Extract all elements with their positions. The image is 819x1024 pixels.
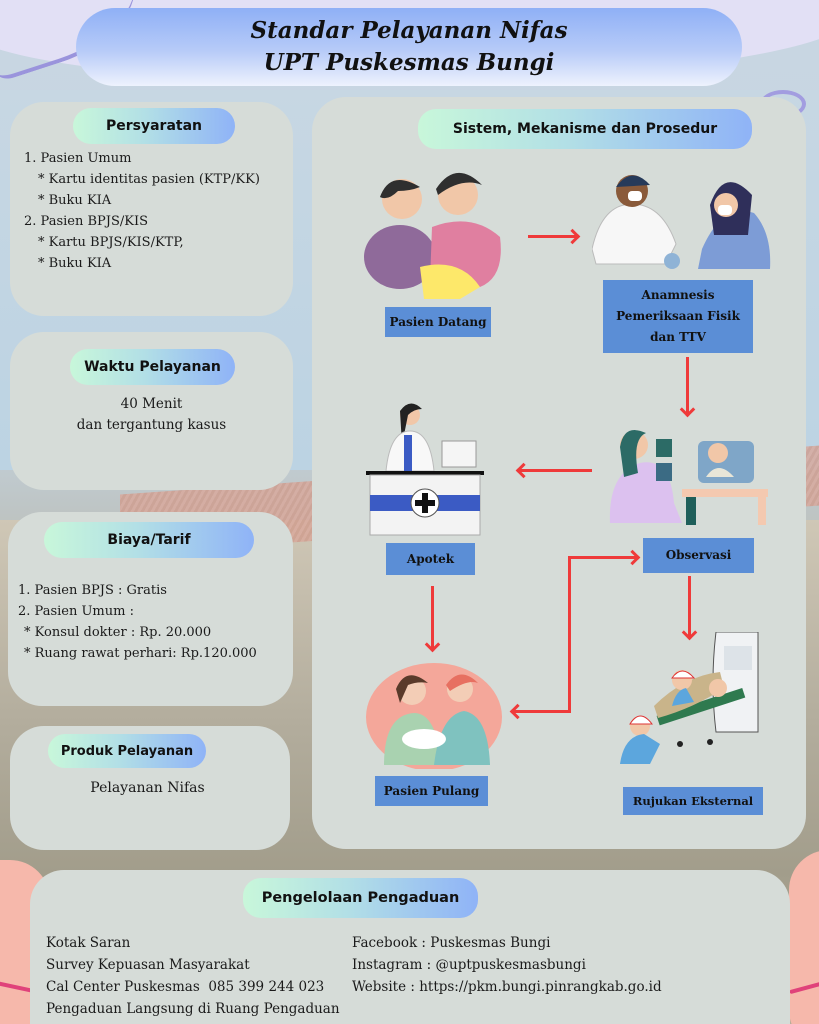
requirement-item: * Buku KIA xyxy=(38,193,112,208)
biaya-heading: Biaya/Tarif xyxy=(44,522,254,558)
arrow-connector-to-observasi xyxy=(568,556,638,559)
rujukan-eksternal-illustration xyxy=(620,632,759,764)
waktu-heading: Waktu Pelayanan xyxy=(70,349,235,385)
pengaduan-card: Pengelolaan Pengaduan Kotak Saran Survey… xyxy=(30,870,790,1024)
social-website[interactable]: Website : https://pkm.bungi.pinrangkab.g… xyxy=(352,979,662,995)
persyaratan-list: 1. Pasien Umum * Kartu identitas pasien … xyxy=(24,148,260,274)
produk-card: Produk Pelayanan Pelayanan Nifas xyxy=(10,726,290,850)
biaya-card: Biaya/Tarif 1. Pasien BPJS : Gratis 2. P… xyxy=(8,512,293,706)
biaya-list: 1. Pasien BPJS : Gratis 2. Pasien Umum :… xyxy=(18,580,257,664)
step-anamnesis: Anamnesis Pemeriksaan Fisik dan TTV xyxy=(603,280,753,353)
social-instagram[interactable]: Instagram : @uptpuskesmasbungi xyxy=(352,957,586,973)
requirement-item: * Kartu BPJS/KIS/KTP, xyxy=(38,235,184,250)
step-pasien-datang: Pasien Datang xyxy=(385,307,491,337)
step-anamnesis-line3: dan TTV xyxy=(650,330,706,344)
requirement-item: * Buku KIA xyxy=(38,256,112,271)
pengaduan-channels: Kotak Saran Survey Kepuasan Masyarakat C… xyxy=(46,932,340,1020)
page-title-line1: Standar Pelayanan Nifas xyxy=(250,17,568,44)
arrow-observasi-to-apotek xyxy=(518,469,592,472)
arrow-observasi-to-rujukan xyxy=(688,576,691,638)
requirement-item: * Kartu identitas pasien (KTP/KK) xyxy=(38,172,260,187)
channel-survey: Survey Kepuasan Masyarakat xyxy=(46,957,250,973)
tariff-item: 1. Pasien BPJS : Gratis xyxy=(18,583,167,598)
decorative-pink-blob-right xyxy=(789,850,819,1024)
channel-kotak-saran: Kotak Saran xyxy=(46,935,131,951)
waktu-note: dan tergantung kasus xyxy=(76,417,227,433)
produk-heading: Produk Pelayanan xyxy=(48,734,206,768)
social-facebook[interactable]: Facebook : Puskesmas Bungi xyxy=(352,935,551,951)
waktu-card: Waktu Pelayanan 40 Menit dan tergantung … xyxy=(10,332,293,490)
step-anamnesis-line2: Pemeriksaan Fisik xyxy=(616,309,740,323)
produk-value: Pelayanan Nifas xyxy=(90,780,205,796)
requirement-item: 1. Pasien Umum xyxy=(24,151,132,166)
prosedur-heading: Sistem, Mekanisme dan Prosedur xyxy=(418,109,752,149)
observasi-illustration xyxy=(609,430,768,525)
tariff-item: * Ruang rawat perhari: Rp.120.000 xyxy=(24,646,257,661)
pengaduan-heading: Pengelolaan Pengaduan xyxy=(243,878,478,918)
page-title-line2: UPT Puskesmas Bungi xyxy=(263,49,555,76)
step-rujukan-eksternal: Rujukan Eksternal xyxy=(623,787,763,815)
requirement-item: 2. Pasien BPJS/KIS xyxy=(24,214,149,229)
pasien-datang-illustration xyxy=(364,172,501,299)
arrow-connector-to-pulang xyxy=(512,710,571,713)
arrow-connector-vertical xyxy=(568,556,571,713)
step-apotek: Apotek xyxy=(386,543,475,575)
step-observasi: Observasi xyxy=(643,538,754,573)
tariff-item: * Konsul dokter : Rp. 20.000 xyxy=(24,625,212,640)
waktu-duration: 40 Menit xyxy=(120,396,183,412)
prosedur-card: Sistem, Mekanisme dan Prosedur xyxy=(312,97,806,849)
arrow-datang-to-anamnesis xyxy=(528,235,578,238)
channel-call-center: Cal Center Puskesmas 085 399 244 023 xyxy=(46,979,325,995)
step-pasien-pulang: Pasien Pulang xyxy=(375,776,488,806)
arrow-anamnesis-to-observasi xyxy=(686,357,689,415)
pasien-pulang-illustration xyxy=(366,663,502,769)
persyaratan-card: Persyaratan 1. Pasien Umum * Kartu ident… xyxy=(10,102,293,316)
apotek-illustration xyxy=(366,403,484,536)
anamnesis-illustration xyxy=(592,175,771,269)
page-title-banner: Standar Pelayanan Nifas UPT Puskesmas Bu… xyxy=(76,8,742,86)
channel-langsung: Pengaduan Langsung di Ruang Pengaduan xyxy=(46,1001,340,1017)
waktu-text: 40 Menit dan tergantung kasus xyxy=(10,394,293,436)
step-anamnesis-line1: Anamnesis xyxy=(641,288,715,302)
arrow-apotek-to-pulang xyxy=(431,586,434,650)
pengaduan-social: Facebook : Puskesmas Bungi Instagram : @… xyxy=(352,932,662,998)
persyaratan-heading: Persyaratan xyxy=(73,108,235,144)
tariff-item: 2. Pasien Umum : xyxy=(18,604,134,619)
